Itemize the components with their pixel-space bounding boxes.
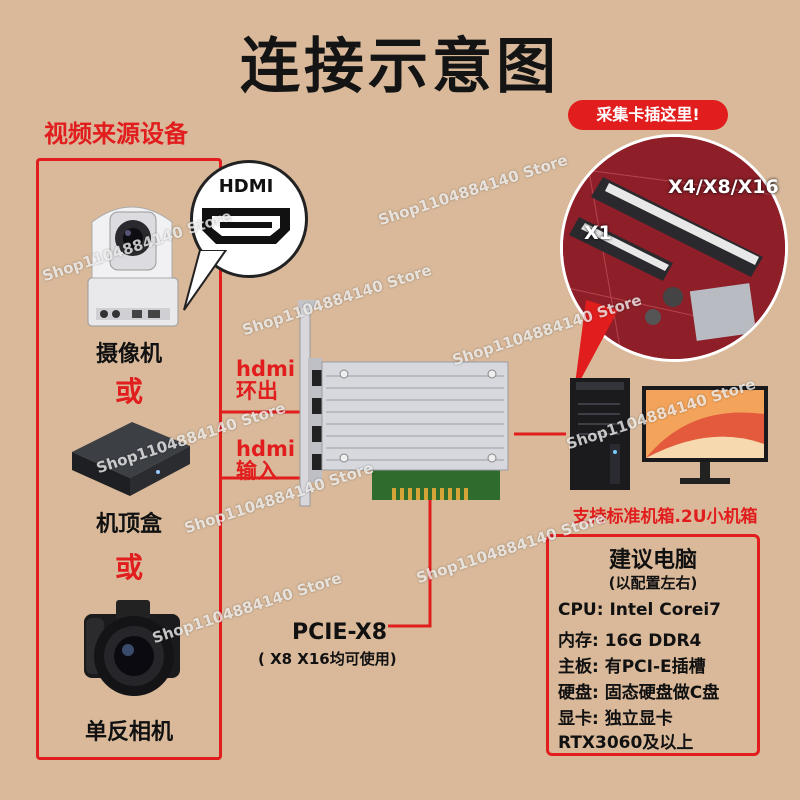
motherboard-callout: 采集卡插这里! [568,100,728,130]
ptz-camera-image [87,206,179,327]
slot-label-x1: X1 [584,222,612,244]
hdmi-in-line-1: hdmi [236,437,296,461]
source-section-label: 视频来源设备 [44,120,188,148]
source-devices-box [36,158,222,760]
device-label-set-top-box: 机顶盒 [95,512,162,537]
device-label-dslr: 单反相机 [84,720,173,745]
spec-line-gpu-model: RTX3060及以上 [558,733,694,753]
hdmi-out-label: hdmi 环出 [236,358,295,402]
motherboard-pointer [574,300,618,392]
spec-line-motherboard: 主板: 有PCI-E插槽 [558,657,706,677]
recommended-pc-box [546,534,760,756]
device-label-camera: 摄像机 [95,342,162,367]
set-top-box-image [72,422,190,496]
page-title: 连接示意图 [240,32,560,102]
hdmi-in-line-2: 输入 [236,459,278,483]
spec-line-gpu: 显卡: 独立显卡 [558,709,673,729]
slot-label-x4-x8-x16: X4/X8/X16 [668,176,779,198]
hdmi-port-icon [202,208,290,244]
hdmi-out-line-2: 环出 [236,379,278,403]
hdmi-in-label: hdmi 输入 [236,438,295,482]
spec-title: 建议电脑 [608,548,697,573]
or-label-1: 或 [114,375,143,408]
spec-subtitle: (以配置左右) [608,574,698,592]
pcie-note: ( X8 X16均可使用) [258,650,397,668]
capture-card-image [298,300,509,507]
bubble-pointer [183,250,228,311]
dslr-camera-image [84,600,180,696]
spec-line-storage: 硬盘: 固态硬盘做C盘 [558,683,720,703]
pc-tower-image [570,378,630,490]
chassis-support-label: 支持标准机箱.2U小机箱 [572,507,758,527]
hdmi-port-label: HDMI [218,176,274,197]
monitor-image [642,386,768,484]
or-label-2: 或 [114,551,143,584]
spec-line-memory: 内存: 16G DDR4 [558,631,702,651]
hdmi-out-line-1: hdmi [236,357,296,381]
spec-line-cpu: CPU: Intel Corei7 [558,600,722,620]
pcie-label: PCIE-X8 [292,620,388,645]
